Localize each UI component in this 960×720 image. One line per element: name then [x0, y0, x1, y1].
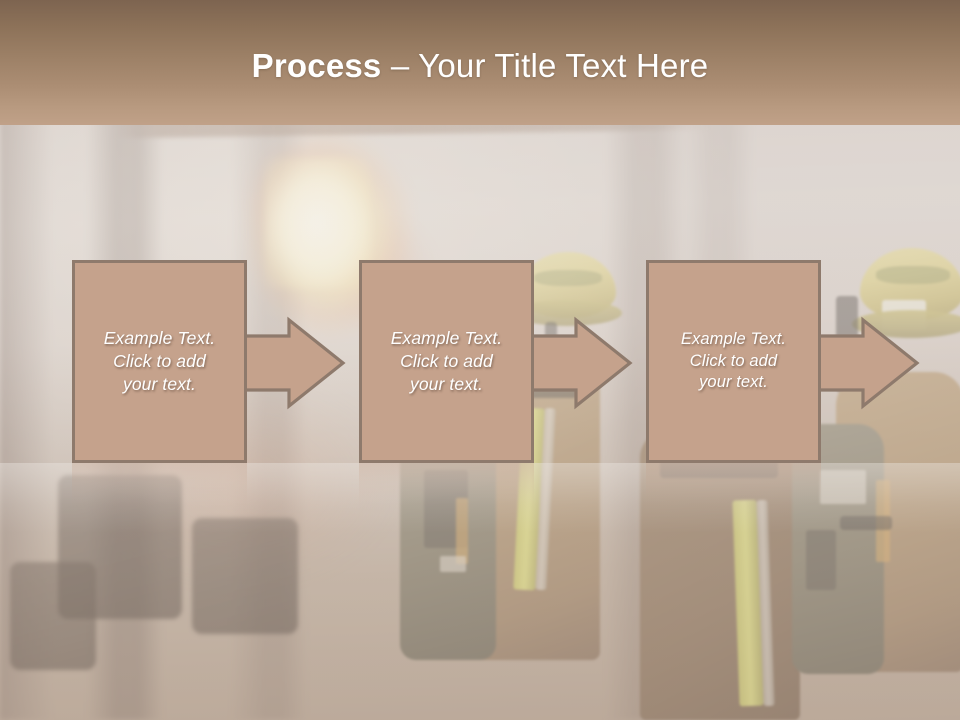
step-1-reflection: [72, 463, 247, 515]
step-3-text: Example Text. Click to add your text.: [680, 330, 787, 392]
step-2-text: Example Text. Click to add your text.: [390, 328, 503, 394]
title-bar: Process – Your Title Text Here: [0, 0, 960, 125]
step-2-reflection: [359, 463, 534, 515]
page-title: Process – Your Title Text Here: [0, 46, 960, 86]
step-1-box[interactable]: Example Text. Click to add your text.: [72, 260, 247, 463]
step-3-box[interactable]: Example Text. Click to add your text.: [646, 260, 821, 463]
step-1-text: Example Text. Click to add your text.: [103, 328, 216, 394]
page-title-rest: – Your Title Text Here: [381, 47, 709, 84]
step-3-reflection: [646, 463, 821, 515]
step-1-arrow-icon: [243, 316, 346, 410]
page-title-strong: Process: [251, 47, 382, 84]
step-3-arrow-icon: [817, 316, 920, 410]
step-2-arrow-icon: [530, 316, 633, 410]
step-2-box[interactable]: Example Text. Click to add your text.: [359, 260, 534, 463]
